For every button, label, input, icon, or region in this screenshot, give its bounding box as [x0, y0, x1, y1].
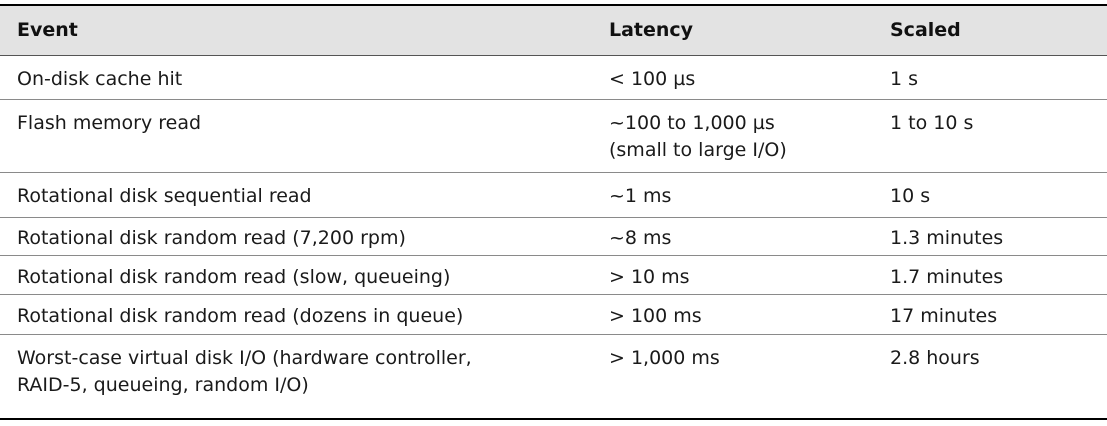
table-row: Rotational disk random read (slow, queue… [0, 256, 1107, 295]
table-row: Rotational disk random read (7,200 rpm) … [0, 218, 1107, 256]
scaled-cell: 2.8 hours [890, 347, 980, 369]
event-cell: Worst-case virtual disk I/O (hardware co… [17, 347, 472, 396]
scaled-cell: 1 to 10 s [890, 112, 974, 134]
table-row: Flash memory read ~100 to 1,000 µs (smal… [0, 100, 1107, 173]
table-row: Rotational disk random read (dozens in q… [0, 295, 1107, 335]
scaled-cell: 17 minutes [890, 305, 998, 327]
event-cell: Rotational disk random read (dozens in q… [17, 305, 464, 327]
latency-cell: < 100 µs [609, 68, 696, 90]
table-row: Rotational disk sequential read ~1 ms 10… [0, 173, 1107, 218]
latency-cell: ~1 ms [609, 185, 672, 207]
header-event: Event [17, 19, 78, 41]
event-cell: Rotational disk random read (7,200 rpm) [17, 227, 406, 249]
latency-cell: ~100 to 1,000 µs (small to large I/O) [609, 112, 787, 161]
event-cell: Flash memory read [17, 112, 202, 134]
table-bottom-rule [0, 418, 1107, 420]
table-row: Worst-case virtual disk I/O (hardware co… [0, 335, 1107, 418]
header-latency: Latency [609, 19, 694, 41]
scaled-cell: 10 s [890, 185, 931, 207]
latency-cell: > 10 ms [609, 266, 690, 288]
event-cell: Rotational disk random read (slow, queue… [17, 266, 451, 288]
table-header: Event Latency Scaled [0, 6, 1107, 56]
latency-cell: > 1,000 ms [609, 347, 720, 369]
latency-cell: > 100 ms [609, 305, 702, 327]
scaled-cell: 1.7 minutes [890, 266, 1004, 288]
table-row: On-disk cache hit < 100 µs 1 s [0, 56, 1107, 100]
table-top-rule [0, 4, 1107, 6]
header-scaled: Scaled [890, 19, 961, 41]
event-cell: Rotational disk sequential read [17, 185, 312, 207]
scaled-cell: 1.3 minutes [890, 227, 1004, 249]
event-cell: On-disk cache hit [17, 68, 183, 90]
latency-cell: ~8 ms [609, 227, 672, 249]
scaled-cell: 1 s [890, 68, 919, 90]
